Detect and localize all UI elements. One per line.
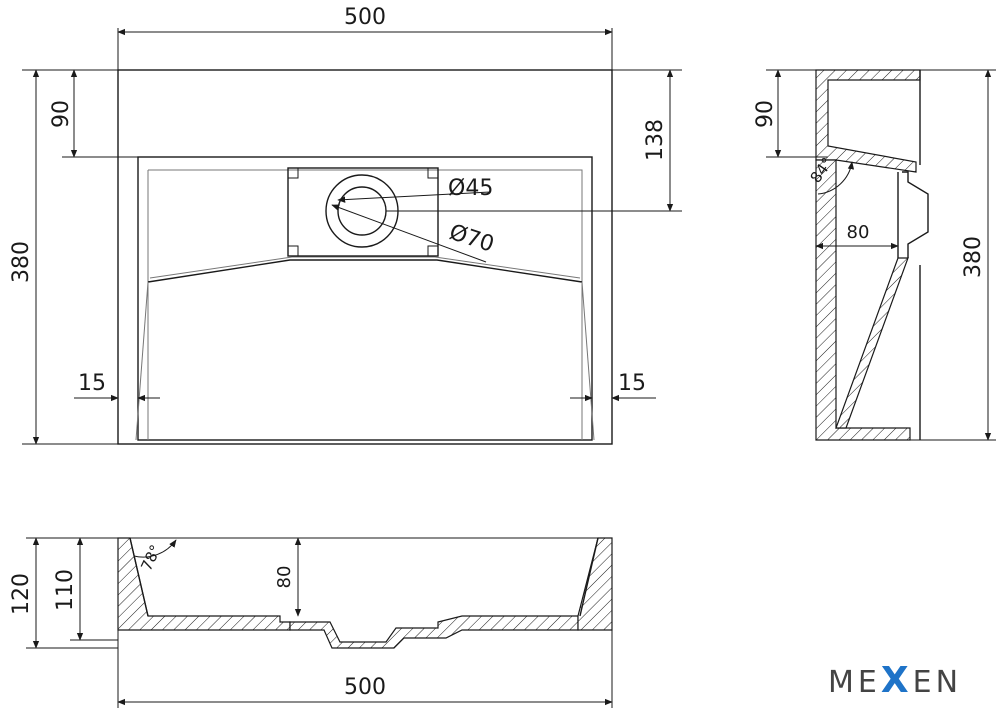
label-drain-outer: Ø70 (446, 220, 497, 258)
dim-top-depth: 90 (49, 100, 74, 128)
top-view: 500 380 90 138 Ø45 Ø70 15 15 (9, 5, 682, 445)
side-view: 90 84° 80 380 (753, 69, 996, 441)
dim-front-depth: 80 (274, 566, 295, 589)
dim-top-height: 380 (9, 241, 34, 283)
dim-front-outer: 120 (9, 573, 34, 615)
dim-right-rim: 15 (618, 371, 646, 396)
dim-front-width: 500 (344, 675, 386, 700)
logo-part-x: X (880, 660, 913, 701)
dim-top-offset: 138 (643, 119, 668, 161)
dim-side-bottom: 80 (847, 222, 870, 243)
dim-left-rim: 15 (78, 371, 106, 396)
dim-side-height: 380 (961, 236, 986, 278)
dim-top-width: 500 (344, 5, 386, 30)
label-drain-inner: Ø45 (448, 176, 493, 201)
logo-part-1: ME (828, 665, 881, 700)
drain-inner-circle (337, 186, 387, 236)
dim-side-top: 90 (753, 100, 778, 128)
mexen-logo: MEXEN (828, 660, 962, 701)
front-view: 120 110 78° 80 500 (9, 537, 613, 708)
dim-front-inner: 110 (53, 569, 78, 611)
logo-part-2: EN (912, 665, 963, 700)
label-front-angle: 78° (137, 542, 165, 574)
